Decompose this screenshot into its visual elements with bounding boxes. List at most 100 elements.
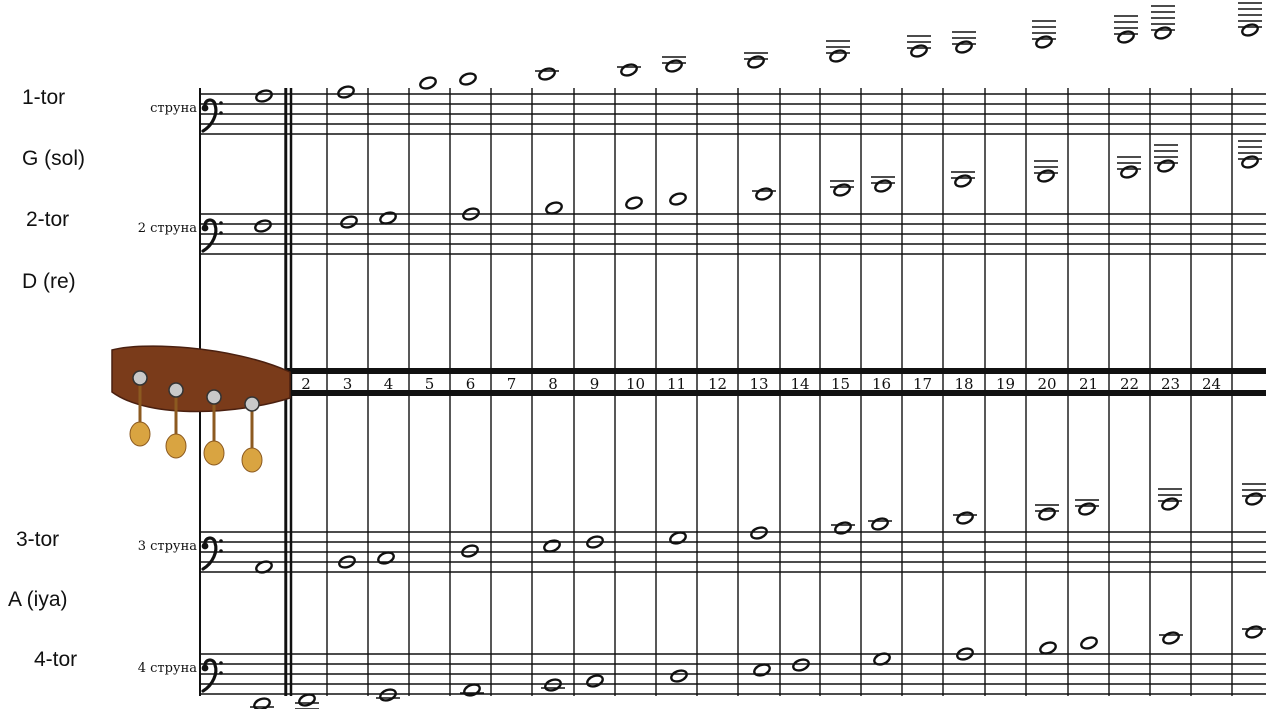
fret-number: 13 [749, 375, 768, 393]
note-head [337, 85, 355, 100]
fret-number: 12 [708, 375, 727, 393]
whole-note [1080, 636, 1098, 651]
note-head [379, 211, 397, 226]
fret-number: 16 [872, 375, 891, 393]
clef-dot [219, 101, 223, 105]
whole-note [662, 57, 686, 73]
whole-note [379, 211, 397, 226]
fret-number: 20 [1037, 375, 1056, 393]
clef-dot [202, 225, 209, 232]
clef-dot [219, 539, 223, 543]
whole-note [617, 63, 641, 78]
note-head [1157, 159, 1175, 174]
tuning-peg-post [133, 371, 147, 385]
note-head [1035, 35, 1053, 50]
note-head [747, 55, 765, 70]
clef-dot [219, 671, 223, 675]
tuning-peg-key [242, 448, 262, 472]
tuning-peg-key [204, 441, 224, 465]
staff-string-1: струна [150, 94, 1266, 134]
whole-note [1238, 141, 1262, 169]
note-head [463, 683, 481, 698]
fret-number: 9 [590, 375, 600, 393]
whole-note [907, 36, 931, 58]
string-1-number-label: 1-tor [22, 86, 65, 110]
note-head [620, 63, 638, 78]
whole-note [669, 531, 687, 546]
clef-dot [219, 549, 223, 553]
note-head [1154, 26, 1172, 41]
whole-note [1242, 484, 1266, 506]
note-head [750, 526, 768, 541]
string-label: струна [150, 101, 197, 116]
note-head [298, 693, 316, 708]
string-4-number-label: 4-tor [34, 648, 77, 672]
whole-note [250, 697, 274, 709]
whole-note [543, 539, 561, 554]
note-head [670, 669, 688, 684]
note-head [833, 183, 851, 198]
fret-number: 8 [548, 375, 558, 393]
note-head [1080, 636, 1098, 651]
whole-note [826, 41, 850, 63]
note-head [956, 511, 974, 526]
whole-note [625, 196, 643, 211]
fret-number: 24 [1202, 375, 1221, 393]
note-head [792, 658, 810, 673]
whole-note [670, 669, 688, 684]
whole-note [868, 517, 892, 532]
clef-dot [219, 111, 223, 115]
fret-number: 23 [1161, 375, 1180, 393]
note-head [419, 76, 437, 91]
whole-note [1154, 145, 1178, 173]
note-head [669, 531, 687, 546]
whole-note [1117, 157, 1141, 179]
tuning-peg-key [130, 422, 150, 446]
note-head [1038, 507, 1056, 522]
fret-number: 3 [343, 375, 353, 393]
whole-note [1158, 489, 1182, 511]
note-head [1039, 641, 1057, 656]
whole-note [1075, 500, 1099, 516]
whole-note [951, 172, 975, 188]
note-head [954, 174, 972, 189]
note-head [829, 49, 847, 64]
note-head [1162, 631, 1180, 646]
fret-number: 4 [384, 375, 394, 393]
note-head [377, 551, 395, 566]
string-label: 2 струна [138, 221, 198, 236]
whole-note [1035, 505, 1059, 521]
whole-note [1114, 16, 1138, 44]
whole-note [460, 683, 484, 698]
note-head [1241, 23, 1259, 38]
string-3-note-label: A (iya) [8, 588, 68, 612]
clef-dot [202, 665, 209, 672]
whole-note [255, 89, 273, 104]
note-head [459, 72, 477, 87]
note-head [1245, 492, 1263, 507]
fret-number: 5 [425, 375, 435, 393]
tuning-peg-post [169, 383, 183, 397]
neck-top-edge [286, 368, 1266, 374]
whole-note [376, 688, 400, 703]
whole-note [295, 693, 319, 709]
note-head [544, 678, 562, 693]
fret-number: 15 [831, 375, 850, 393]
clef-dot [219, 221, 223, 225]
whole-note [1039, 641, 1057, 656]
note-head [1245, 625, 1263, 640]
fret-number: 22 [1120, 375, 1139, 393]
note-head [910, 44, 928, 59]
whole-note [1159, 631, 1183, 646]
note-head [461, 544, 479, 559]
note-head [871, 517, 889, 532]
fret-number: 11 [667, 375, 686, 393]
whole-note [1034, 161, 1058, 183]
note-head [586, 674, 604, 689]
whole-note [545, 201, 563, 216]
whole-note [1238, 0, 1262, 37]
note-head [669, 192, 687, 207]
note-head [543, 539, 561, 554]
whole-note [1151, 6, 1175, 40]
note-head [874, 179, 892, 194]
